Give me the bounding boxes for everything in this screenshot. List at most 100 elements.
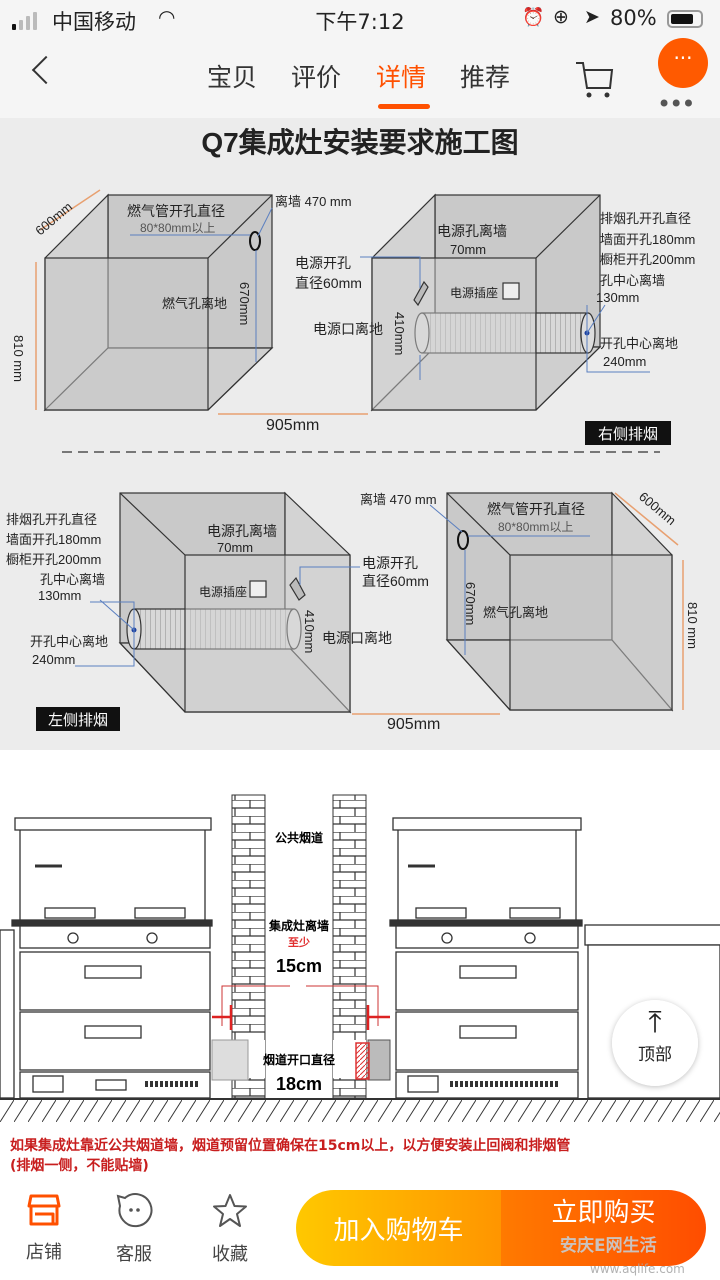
label-opening: 烟道开口直径 — [263, 1052, 335, 1067]
rotation-lock-icon: ⊕ — [553, 6, 569, 28]
label-670: 670mm — [237, 282, 252, 325]
label-exhaust-3: 橱柜开孔200mm — [6, 552, 101, 567]
note-line-1: 如果集成灶靠近公共烟道墙，烟道预留位置确保在15cm以上，以方便安装止回阀和排烟… — [10, 1138, 571, 1154]
active-tab-indicator — [378, 104, 430, 109]
purchase-buttons: 加入购物车 立即购买 — [296, 1190, 706, 1266]
label-130: 130mm — [38, 588, 81, 603]
label-gas-hole: 燃气管开孔直径 — [127, 203, 225, 219]
wifi-icon: ◠ — [158, 5, 176, 29]
exhaust-pipe-left — [211, 1039, 249, 1081]
label-power-hole: 电源开孔 — [295, 255, 351, 271]
label-center-ground: 开孔中心离地 — [30, 634, 108, 649]
label-exhaust-2: 墙面开孔180mm — [600, 232, 695, 247]
label-15cm: 15cm — [276, 956, 322, 976]
tag-right-exhaust-label: 右侧排烟 — [598, 426, 658, 443]
tag-left-exhaust — [36, 707, 120, 731]
label-socket: 电源插座 — [199, 584, 247, 599]
label-18cm: 18cm — [276, 1074, 322, 1094]
tab-recommend[interactable]: 推荐 — [460, 63, 511, 92]
label-gas-size: 80*80mm以上 — [498, 520, 573, 534]
back-to-top-label: 顶部 — [638, 1045, 672, 1065]
label-905-bottom: 905mm — [387, 716, 440, 733]
label-gas-height: 燃气孔离地 — [162, 296, 227, 311]
check-valve — [355, 1042, 370, 1080]
label-60: 直径60mm — [362, 573, 429, 589]
top-nav: 宝贝 评价 详情 推荐 ··· ••• — [0, 38, 720, 120]
buy-now-button[interactable]: 立即购买 — [501, 1190, 706, 1266]
exhaust-pipe-right — [367, 1039, 391, 1081]
status-bar: 中国移动 ◠ 下午7:12 ⏰ ⊕ ➤ 80% — [0, 0, 720, 40]
label-public-flue: 公共烟道 — [275, 830, 323, 845]
battery-percent: 80% — [610, 6, 657, 30]
alarm-icon: ⏰ — [522, 7, 545, 28]
label-130: 130mm — [596, 290, 639, 305]
label-gas-hole: 燃气管开孔直径 — [487, 501, 585, 517]
box-gas-bottom-right — [445, 491, 674, 712]
label-410: 410mm — [392, 312, 407, 355]
back-icon[interactable] — [31, 55, 61, 85]
message-badge[interactable]: ··· — [658, 38, 708, 88]
install-note: 如果集成灶靠近公共烟道墙，烟道预留位置确保在15cm以上，以方便安装止回阀和排烟… — [10, 1136, 570, 1176]
label-center-wall: 孔中心离墙 — [40, 572, 105, 587]
arrow-up-icon: ⤒ — [648, 1005, 662, 1040]
label-center-ground: 开孔中心离地 — [600, 336, 678, 351]
add-to-cart-button[interactable]: 加入购物车 — [296, 1190, 501, 1266]
box-gas-top-left — [43, 193, 274, 412]
label-power-hole: 电源开孔 — [362, 555, 418, 571]
label-810: 810 mm — [11, 335, 26, 382]
label-810: 810 mm — [685, 602, 700, 649]
label-power-wall: 电源孔离墙 — [437, 223, 507, 239]
label-power-wall: 电源孔离墙 — [207, 523, 277, 539]
label-center-wall: 孔中心离墙 — [600, 273, 665, 288]
service-label: 客服 — [116, 1244, 152, 1265]
label-240: 240mm — [32, 652, 75, 667]
label-depth: 600mm — [636, 489, 679, 528]
label-exhaust-3: 橱柜开孔200mm — [600, 252, 695, 267]
signal-icon — [12, 12, 37, 30]
label-power-ground: 电源口离地 — [322, 630, 392, 646]
cart-icon[interactable] — [574, 60, 616, 100]
customer-service-button[interactable]: 客服 — [94, 1192, 174, 1266]
label-exhaust-1: 排烟孔开孔直径 — [600, 211, 691, 226]
label-60: 直径60mm — [295, 275, 362, 291]
label-905-top: 905mm — [266, 417, 319, 434]
favorite-button[interactable]: 收藏 — [190, 1192, 270, 1266]
label-410: 410mm — [302, 610, 317, 653]
label-depth: 600mm — [32, 199, 75, 238]
carrier: 中国移动 — [52, 10, 136, 34]
shop-button[interactable]: 店铺 — [4, 1192, 84, 1264]
tag-left-exhaust-label: 左侧排烟 — [48, 712, 108, 729]
label-wall: 离墙 470 mm — [360, 492, 437, 507]
box-exhaust-right — [370, 193, 602, 412]
location-icon: ➤ — [584, 6, 600, 28]
tab-details[interactable]: 详情 — [376, 63, 427, 92]
watermark-url: www.aqlife.com — [590, 1262, 685, 1276]
tag-right-exhaust — [585, 421, 671, 445]
label-at-least: 至少 — [288, 935, 310, 949]
label-exhaust-2: 墙面开孔180mm — [6, 532, 101, 547]
label-power-ground: 电源口离地 — [313, 321, 383, 337]
star-icon — [213, 1194, 247, 1227]
box-exhaust-left — [118, 491, 352, 714]
label-70: 70mm — [450, 242, 486, 257]
label-socket: 电源插座 — [450, 285, 498, 300]
tab-item[interactable]: 宝贝 — [207, 63, 258, 92]
tab-reviews[interactable]: 评价 — [291, 63, 342, 92]
shop-label: 店铺 — [26, 1242, 62, 1263]
label-70: 70mm — [217, 540, 253, 555]
battery-icon — [667, 10, 703, 28]
flue-diagram: 公共烟道 集成灶离墙 至少 15cm 烟道开口直径 18cm — [0, 790, 720, 1130]
label-exhaust-1: 排烟孔开孔直径 — [6, 512, 97, 527]
installation-diagram: Q7集成灶安装要求施工图 600mm 燃气管开孔直径 80*80mm以上 离墙 … — [0, 118, 720, 750]
stove-left — [0, 817, 213, 1099]
label-wall: 离墙 470 mm — [275, 194, 352, 209]
label-240: 240mm — [603, 354, 646, 369]
more-icon[interactable]: ••• — [657, 90, 695, 118]
label-gas-height: 燃气孔离地 — [483, 605, 548, 620]
back-to-top-button[interactable]: ⤒ 顶部 — [612, 1000, 698, 1086]
chat-face-icon — [116, 1193, 153, 1228]
shop-icon — [27, 1194, 61, 1226]
label-distance: 集成灶离墙 — [268, 918, 329, 933]
label-670: 670mm — [463, 582, 478, 625]
clock: 下午7:12 — [315, 10, 405, 34]
